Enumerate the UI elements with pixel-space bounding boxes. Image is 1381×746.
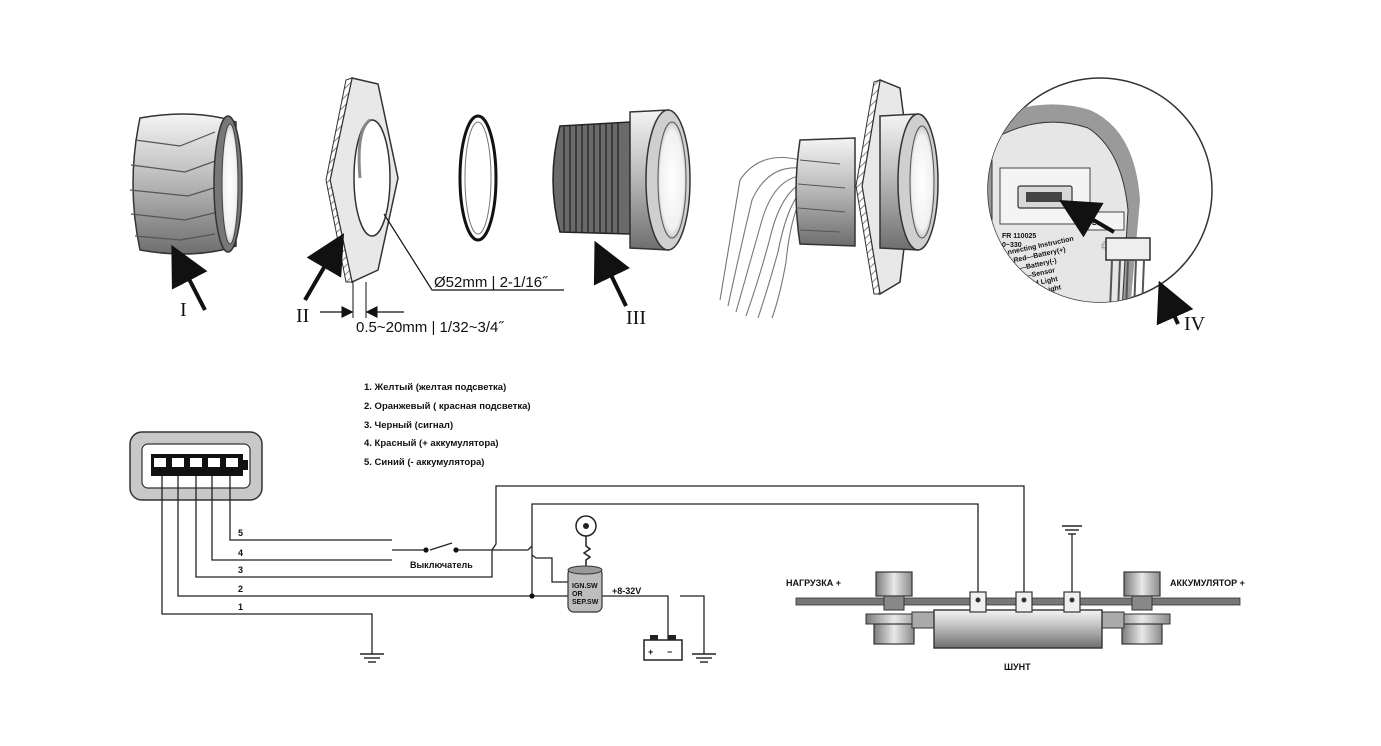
wire-number-5: 5 (238, 528, 243, 538)
ign-label-2: OR (572, 591, 583, 598)
shunt-assembly (795, 571, 1241, 649)
thickness-dimension: 0.5~20mm | 1/32~3/4˝ (356, 319, 504, 336)
battery-plus-label: АККУМУЛЯТОР + (1170, 578, 1245, 588)
part-iv-connector-inset: Lo FR 110025 0~330 nnecting Instruction … (987, 77, 1213, 335)
ground-icon (360, 653, 384, 663)
assembled-gauge (719, 78, 939, 319)
load-label: НАГРУЗКА + (786, 578, 841, 588)
wire-numbers: 5 4 3 2 1 (238, 528, 243, 612)
ignition-switch: IGN.SW OR SEP.SW (567, 515, 603, 613)
ign-label-1: IGN.SW (572, 583, 598, 590)
switch-contact-a (423, 547, 429, 553)
part-i-nut: I (129, 113, 243, 321)
inset-model: FR 110025 (1002, 233, 1036, 240)
part-label-iv: IV (1184, 313, 1206, 335)
legend-item-4: 4. Красный (+ аккумулятора) (364, 438, 499, 449)
part-label-ii: II (296, 305, 309, 327)
part-ii-flange: II Ø52mm | 2-1/16˝ 0.5~20mm | 1/32~3/4˝ (296, 77, 564, 336)
wire-number-4: 4 (238, 548, 243, 558)
part-label-i: I (180, 299, 187, 321)
inset-line-5: Yellow Light (1020, 284, 1062, 299)
wire-number-1: 1 (238, 602, 243, 612)
connector-plug (129, 431, 263, 501)
battery-icon: + − (643, 635, 683, 661)
ground-icon (1062, 525, 1082, 535)
diameter-dimension: Ø52mm | 2-1/16˝ (434, 274, 548, 291)
wire-color-legend: 1. Желтый (желтая подсветка) 2. Оранжевы… (364, 382, 531, 468)
part-iii-gauge-body: III (552, 109, 691, 329)
legend-item-3: 3. Черный (сигнал) (364, 420, 453, 431)
legend-item-5: 5. Синий (- аккумулятора) (364, 457, 484, 468)
ground-icon (692, 653, 716, 663)
voltage-label: +8-32V (612, 586, 641, 596)
ign-label-3: SEP.SW (572, 599, 599, 606)
wire-number-3: 3 (238, 565, 243, 575)
battery-minus: − (667, 647, 672, 657)
legend-item-2: 2. Оранжевый ( красная подсветка) (364, 401, 531, 412)
switch-contact-b (453, 547, 459, 553)
legend-item-1: 1. Желтый (желтая подсветка) (364, 382, 506, 393)
shunt-label: ШУНТ (1004, 662, 1031, 672)
inset-range: 0~330 (1002, 242, 1022, 249)
inset-line-6: UP (1022, 300, 1033, 309)
schematic-wires (161, 476, 1073, 654)
battery-plus: + (648, 647, 653, 657)
o-ring (458, 114, 498, 242)
part-label-iii: III (626, 307, 646, 329)
wire-number-2: 2 (238, 584, 243, 594)
switch-label: Выключатель (410, 560, 473, 570)
